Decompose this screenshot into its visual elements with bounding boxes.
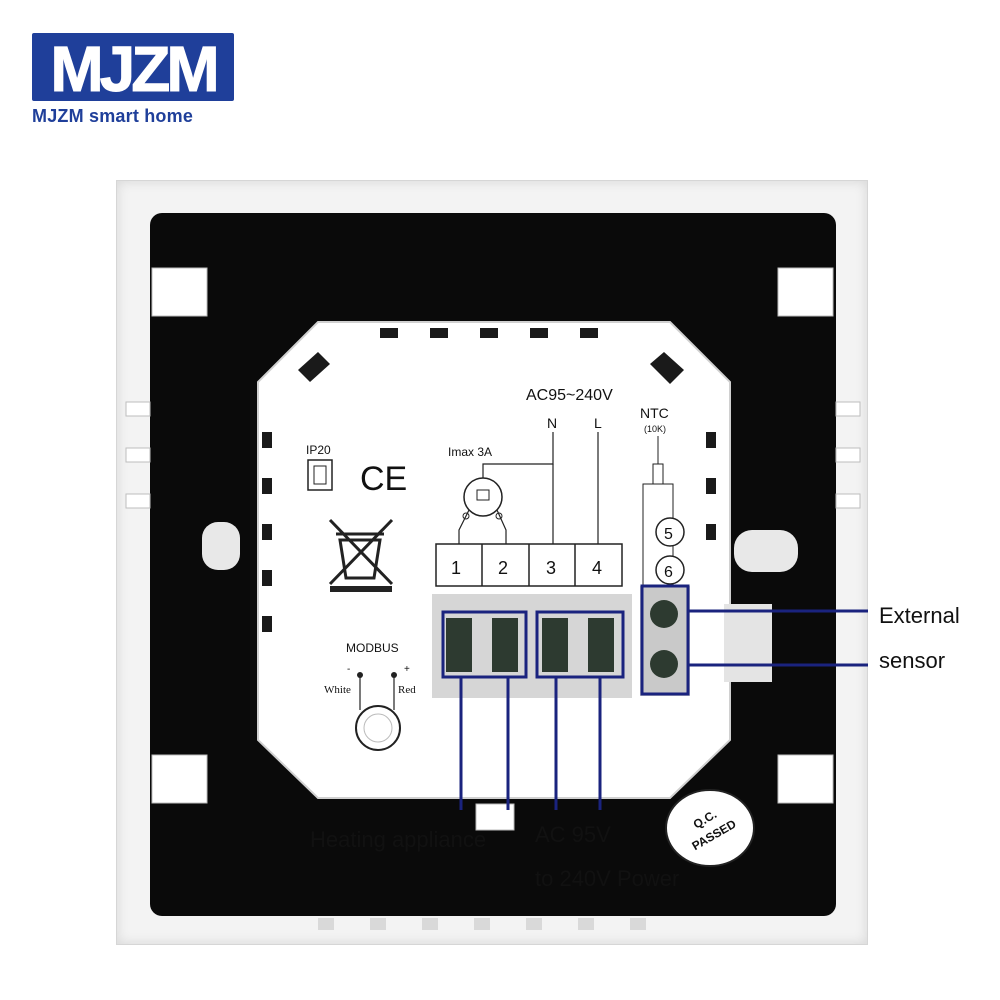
annotation-lines [441,584,868,810]
mount-slot-left [202,522,240,570]
brand-logo: MJZM [32,33,234,106]
svg-text:MJZM: MJZM [50,33,216,101]
terminal-5-marker [655,517,685,547]
frame-teeth [318,918,646,930]
ntc-value: (10K) [644,424,666,434]
sensor-label: sensor [879,648,946,673]
cable-bracket [724,604,772,682]
terminal-3-label: 3 [546,558,556,578]
sensor-screw-bottom[interactable] [650,650,678,678]
modbus-white-label: White [324,684,351,696]
modbus-red-label: Red [398,684,416,696]
modbus-plus-label: + [404,664,410,675]
terminal-2-label: 2 [498,558,508,578]
voltage-rating: AC95~240V [526,387,613,404]
module-vents [262,328,716,632]
heating-appliance-label: Heating appliance [310,827,487,852]
external-label: External [879,603,960,628]
modbus-label: MODBUS [346,641,399,655]
ip-rating-label: IP20 [306,443,331,457]
terminal-4-label: 4 [592,558,602,578]
live-label: L [594,415,602,431]
power-label-line-2: to 240V Power [535,866,680,891]
power-label-line-1: AC 95V [535,822,611,847]
logo-mark-icon: MJZM [50,33,221,106]
terminal-6-label: 6 [664,564,673,581]
mount-slot-right [734,530,798,572]
terminal-5-label: 5 [664,526,673,543]
modbus-minus-label: - [347,664,350,675]
terminal-6-marker [655,555,685,585]
brand-caption: MJZM smart home [32,106,194,126]
terminal-screws[interactable] [446,618,614,672]
neutral-label: N [547,415,557,431]
frame-clips [125,267,861,804]
current-rating: Imax 3A [448,445,492,459]
sensor-screw-top[interactable] [650,600,678,628]
ce-mark: CE [360,460,407,498]
weee-bin-icon [328,518,394,586]
terminal-1-label: 1 [451,558,461,578]
qc-seal [665,789,755,867]
ip20-symbol-icon [307,459,333,491]
ntc-label: NTC [640,405,669,421]
